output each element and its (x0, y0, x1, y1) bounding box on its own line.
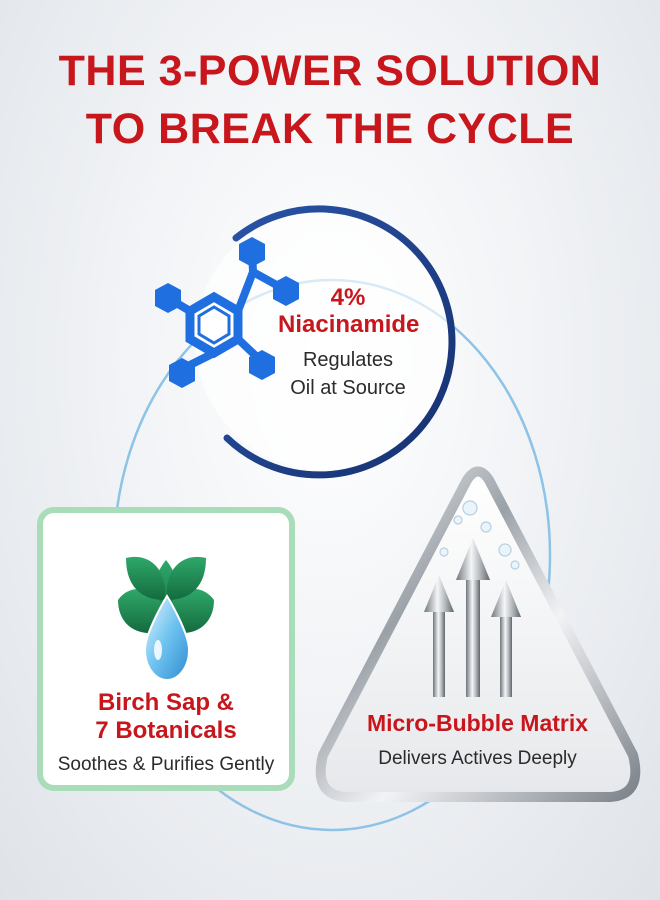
headline: THE 3-POWER SOLUTION TO BREAK THE CYCLE (0, 42, 660, 158)
botanicals-desc: Soothes & Purifies Gently (57, 754, 275, 775)
niacinamide-ring (223, 205, 456, 479)
niacinamide-desc-2: Oil at Source (290, 377, 406, 399)
botanicals-title-2: 7 Botanicals (95, 717, 237, 744)
botanicals-title-1: Birch Sap & (97, 689, 235, 716)
micro-bubble-title: Micro-Bubble Matrix (366, 710, 589, 736)
niacinamide-desc-1: Regulates (302, 349, 394, 371)
niacinamide-title-1: 4% (330, 284, 366, 311)
micro-bubble-desc: Delivers Actives Deeply (378, 748, 577, 769)
headline-line-1: THE 3-POWER SOLUTION (58, 47, 602, 95)
headline-line-2: TO BREAK THE CYCLE (85, 105, 575, 153)
rising-arrows-icon (424, 500, 521, 697)
molecule-icon (155, 237, 299, 388)
niacinamide-title-2: Niacinamide (278, 311, 420, 338)
leaf-drop-icon (118, 556, 214, 682)
